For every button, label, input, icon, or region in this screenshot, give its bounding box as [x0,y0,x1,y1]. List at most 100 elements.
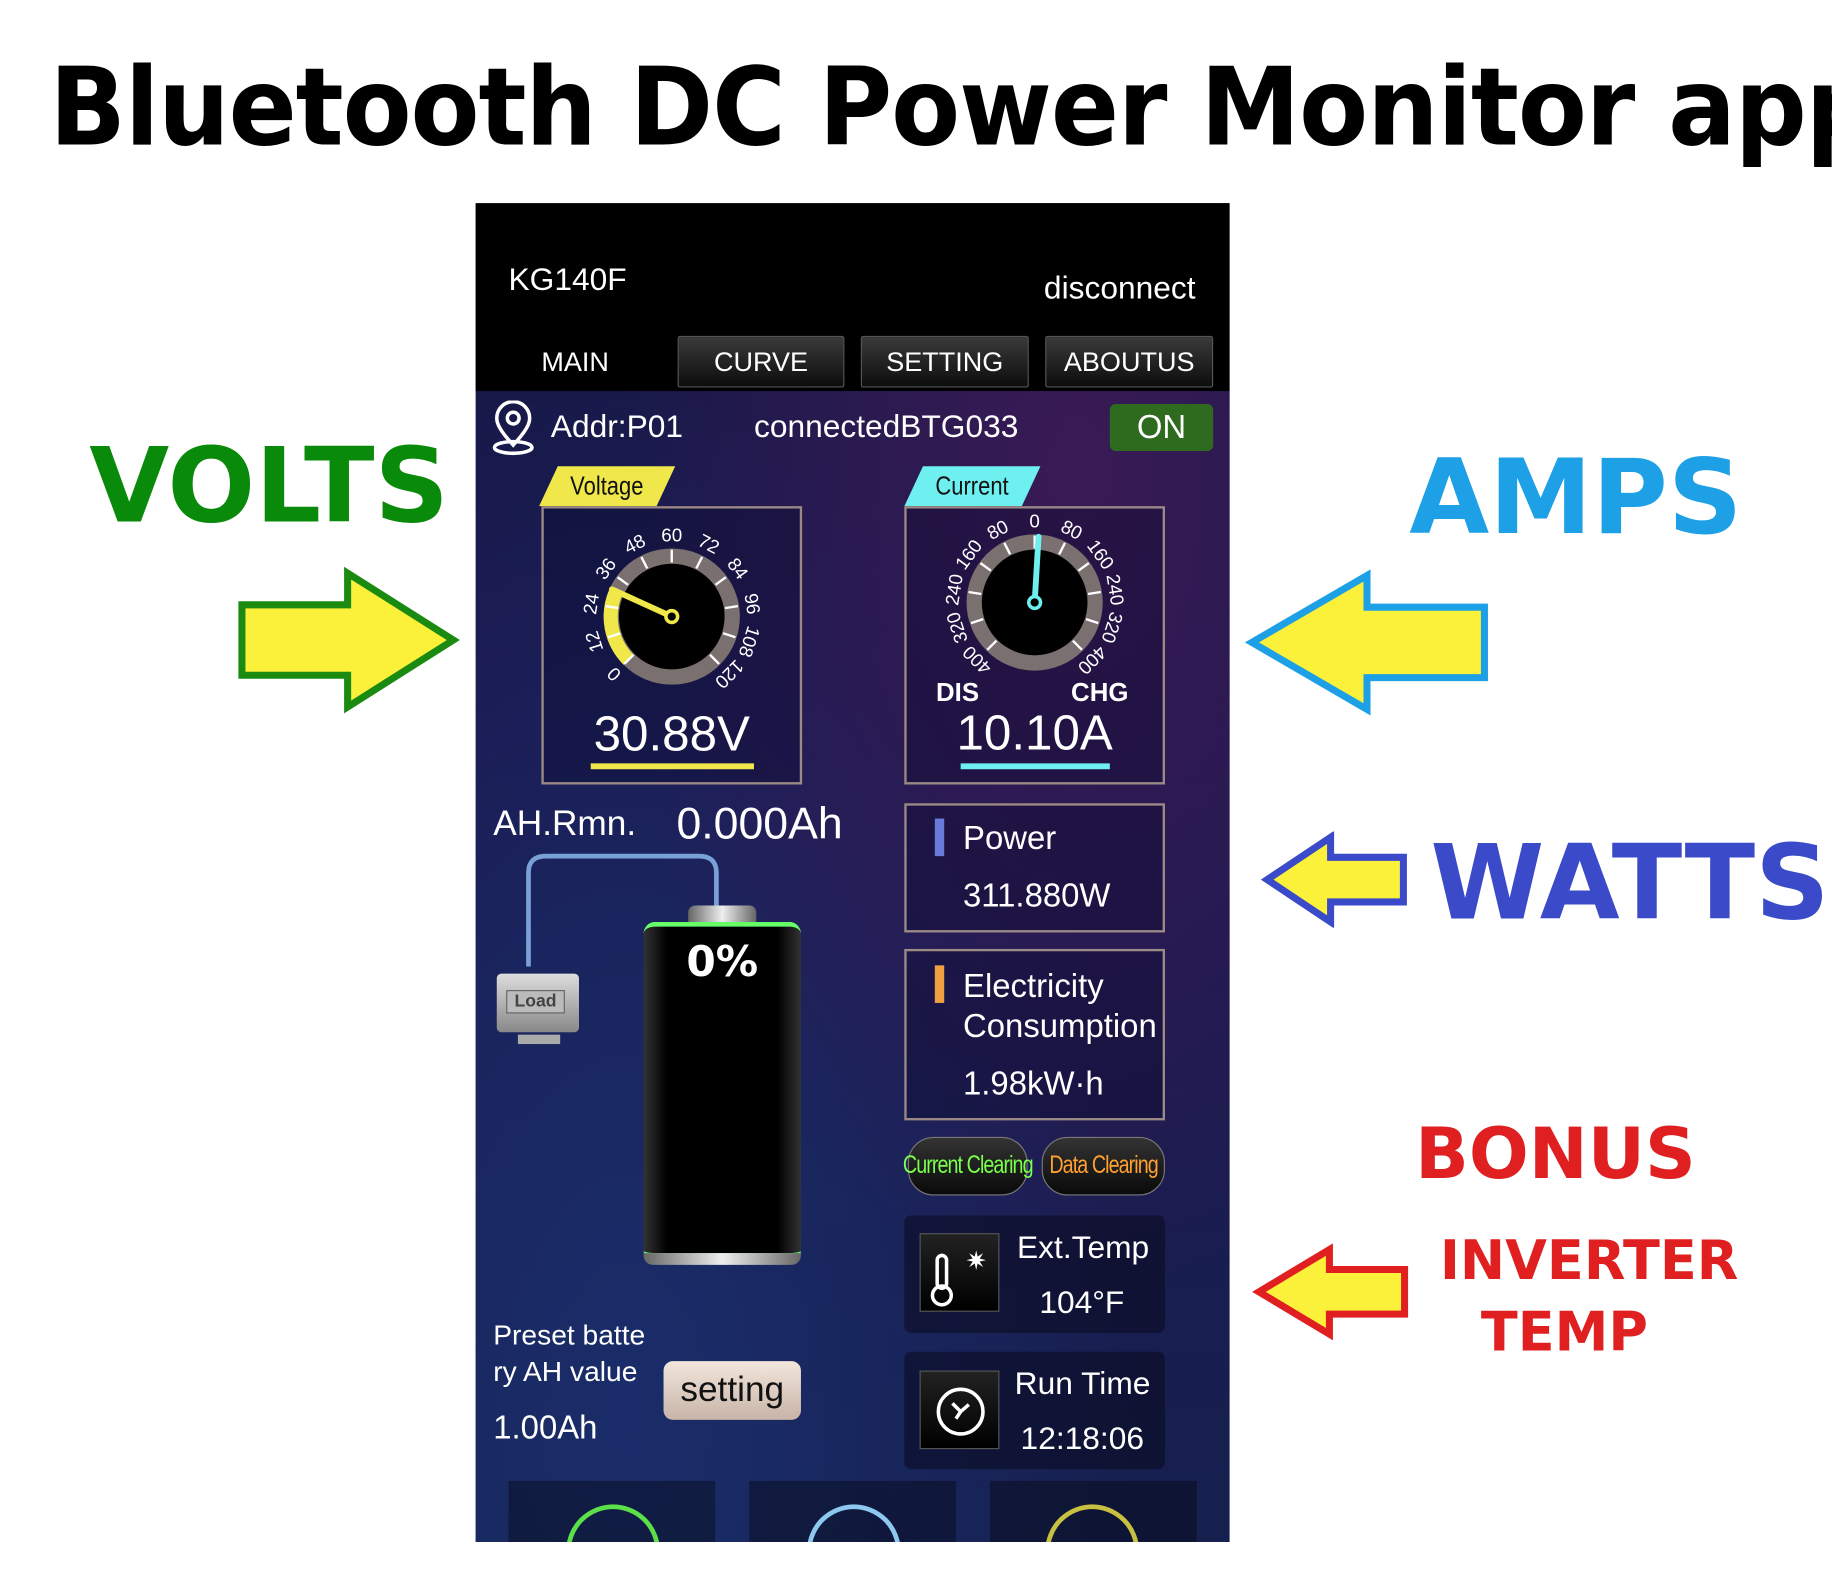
preset-value: 1.00Ah [493,1409,598,1446]
arrow-left-icon [1260,831,1407,928]
tab-setting[interactable]: SETTING [860,335,1029,388]
connection-status: connectedBTG033 [753,408,1019,444]
energy-panel [904,948,1166,1121]
data-clearing-button[interactable]: Data Clearing [1041,1136,1166,1196]
gauge-tick-label: 72 [695,530,723,558]
gauge-tick [1085,618,1099,625]
run-time-value: 12:18:06 [1020,1421,1144,1457]
power-value: 311.880W [963,877,1111,914]
gauge-tick-label: 0 [603,663,625,685]
arrow-right-icon [238,566,460,714]
current-clearing-label: Current Clearing [902,1152,1034,1180]
voltage-tag: Voltage [539,466,676,507]
ah-remaining-label: AH.Rmn. [493,804,637,844]
gauge-tick-label: 240 [941,573,967,607]
gauge-tick [1058,542,1067,555]
gauge-tick-label: 48 [621,530,649,558]
gauge-tick [979,562,992,572]
voltage-underline [590,763,754,770]
gauge-tick [722,632,736,639]
gauge-tick [1072,639,1083,651]
gauge-hub [664,608,680,625]
thermometer-icon: ✷ [919,1233,1000,1312]
gauge-tick-label: 320 [942,610,972,646]
tab-main[interactable]: MAIN [541,346,609,377]
app-screen: KG140F disconnect MAIN CURVE SETTING ABO… [475,203,1230,1542]
energy-label-2: Consumption [963,1007,1157,1045]
arrow-left-icon [1252,1243,1409,1340]
energy-label-1: Electricity [963,967,1104,1005]
disconnect-button[interactable]: disconnect [1043,270,1196,306]
gauge-tick-label: 24 [579,592,603,616]
energy-indicator [934,965,945,1003]
ah-remaining-value: 0.000Ah [676,799,843,850]
gauge-tick-label: 60 [661,524,682,545]
gauge-tick [986,639,998,651]
gauge-tick [709,653,720,665]
voltage-value: 30.88V [593,705,750,762]
current-value: 10.10A [956,704,1113,760]
ext-temp-label: Ext.Temp [1017,1229,1150,1265]
battery-icon [643,905,801,1265]
gauge-tick [607,632,621,639]
gauge-tick [1077,562,1090,572]
bonus-label: BONUS [1415,1113,1696,1196]
gauge-tick-label: 108 [735,624,765,660]
page-title: Bluetooth DC Power Monitor app [49,44,1832,171]
tab-curve[interactable]: CURVE [677,335,845,388]
gauge-needle [608,586,675,620]
battery-percent: 0% [686,938,759,987]
gauge-tick [640,556,649,569]
gauge-tick [695,556,704,569]
gauge-tick [605,604,619,610]
energy-value: 1.98kW·h [963,1065,1104,1102]
current-clearing-button[interactable]: Current Clearing [903,1136,1034,1196]
clock-icon [919,1370,1000,1450]
load-icon: Load [485,964,591,1046]
voltage-label: Voltage [570,470,644,501]
gauge-tick-label: 0 [1029,510,1039,531]
gauge-tick-label: 240 [1102,573,1128,607]
power-panel [904,803,1166,933]
gauge-tick [968,590,982,596]
preset-label-1: Preset batte [493,1320,646,1352]
ext-temp-value: 104°F [1039,1284,1125,1321]
on-toggle-button[interactable]: ON [1109,403,1214,451]
preset-label-2: ry AH value [493,1356,638,1389]
gauge-needle [1031,533,1042,606]
location-pin-icon [492,400,534,456]
gauge-tick-label: 96 [740,592,764,616]
inverter-label: INVERTER [1439,1228,1739,1292]
gauge-value-arc [603,588,634,665]
gauge-tick [714,576,727,586]
volts-label: VOLTS [89,425,449,547]
gauge-tick [616,576,629,586]
watts-label: WATTS [1430,822,1830,944]
run-time-label: Run Time [1014,1365,1151,1402]
gauge-tick-label: 12 [581,629,607,655]
amps-label: AMPS [1409,436,1743,558]
power-indicator [934,818,945,857]
gauge-tick [1003,542,1012,555]
chg-label: CHG [1071,677,1129,707]
power-label: Power [963,819,1057,857]
gauge-tick [1087,590,1101,596]
svg-text:✷: ✷ [965,1247,987,1277]
data-clearing-label: Data Clearing [1049,1152,1158,1180]
address-label: Addr:P01 [550,408,684,444]
load-label: Load [506,990,565,1014]
gauge-tick-label: 80 [1058,516,1086,544]
dis-label: DIS [935,677,980,707]
gauge-tick [970,618,984,625]
arrow-left-icon [1244,569,1488,716]
gauge-tick [623,653,635,665]
gauge-tick-label: 80 [983,516,1011,544]
load-wire [526,853,719,967]
tab-aboutus[interactable]: ABOUTUS [1045,335,1214,388]
setting-button[interactable]: setting [663,1361,801,1420]
gauge-tick [724,604,739,610]
gauge-tick-label: 320 [1097,610,1127,646]
gauge-hub [1027,594,1043,611]
temp-label: TEMP [1480,1300,1649,1364]
